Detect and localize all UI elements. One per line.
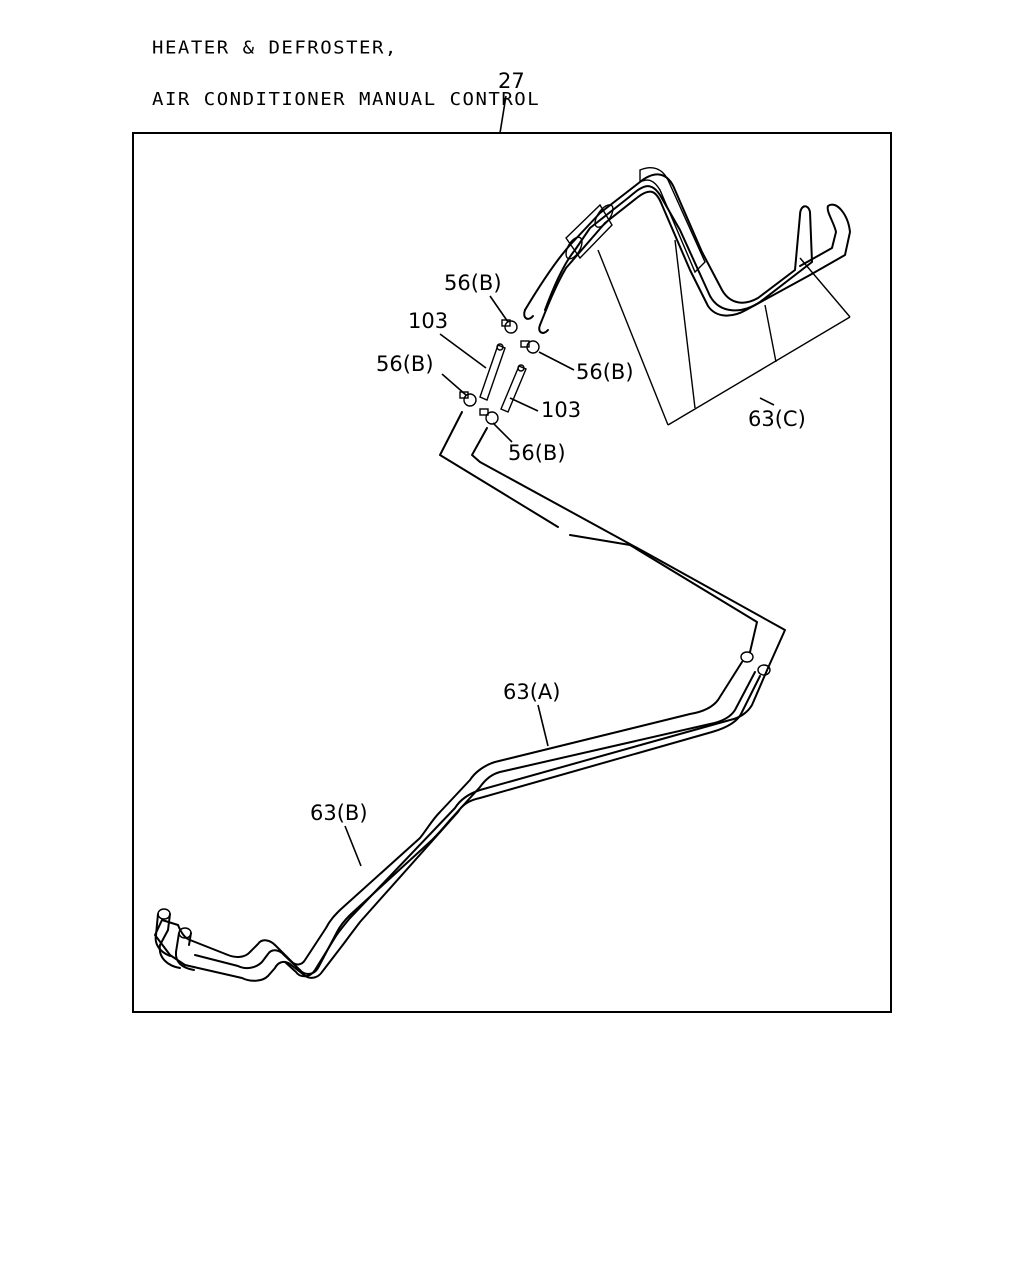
diagram-frame — [132, 132, 892, 1013]
long-pipes — [439, 411, 786, 676]
hose-c-assembly — [523, 167, 851, 426]
callout-63b: 63(B) — [310, 801, 368, 825]
sleeve-1 — [565, 236, 583, 260]
title-line-1: HEATER & DEFROSTER, — [152, 37, 398, 59]
title-line-2: AIR CONDITIONER MANUAL CONTROL — [152, 88, 541, 110]
fittings — [459, 319, 540, 425]
callout-63c: 63(C) — [748, 407, 806, 431]
clamp-mid-left — [463, 393, 477, 407]
callout-56b-mid-left: 56(B) — [376, 352, 434, 376]
pipe-stub-1 — [157, 908, 171, 920]
clamp-lower — [485, 411, 499, 425]
group-ref-label: 27 — [498, 69, 525, 93]
pipe-end-1 — [740, 651, 754, 663]
callout-103-upper: 103 — [408, 309, 448, 333]
group-ref-leader — [499, 95, 507, 134]
callout-63a: 63(A) — [503, 680, 560, 704]
joint-lower — [500, 365, 527, 413]
callout-56b-upper-right: 56(B) — [576, 360, 634, 384]
hose-a-b-assembly — [154, 661, 769, 982]
callout-56b-top: 56(B) — [444, 271, 502, 295]
callout-103-lower: 103 — [541, 398, 581, 422]
clamp-top — [504, 320, 518, 334]
joint-upper — [479, 344, 506, 401]
callout-56b-lower: 56(B) — [508, 441, 566, 465]
page-title: HEATER & DEFROSTER, AIR CONDITIONER MANU… — [152, 5, 540, 125]
